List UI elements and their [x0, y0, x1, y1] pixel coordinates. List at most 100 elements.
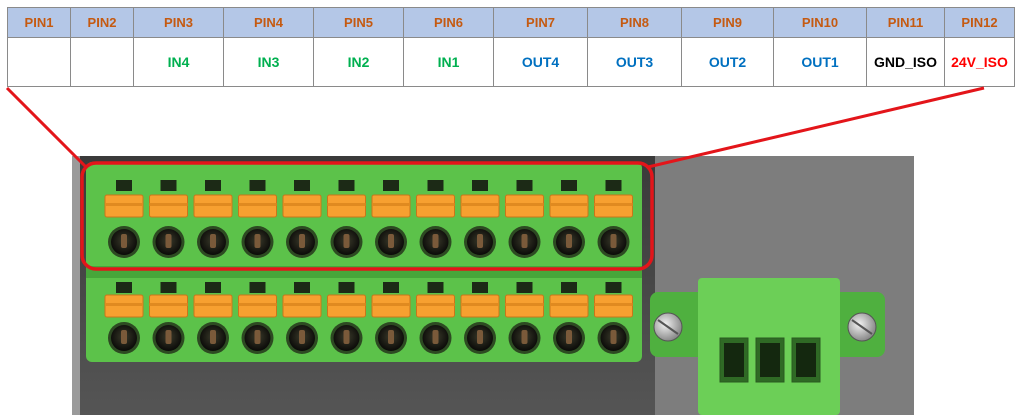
lever-ridge [283, 303, 321, 306]
contact-clamp [566, 234, 572, 248]
pin-signal: IN1 [403, 37, 494, 87]
lever-ridge [372, 303, 410, 306]
terminal-row-upper [104, 180, 633, 258]
mount-screw-right-slot [851, 319, 873, 335]
terminal-position [549, 282, 589, 354]
contact-clamp [343, 330, 350, 344]
pin-label: PIN5 [313, 7, 404, 38]
contact-clamp [165, 234, 172, 248]
test-slot [205, 282, 221, 293]
lever-ridge [327, 203, 366, 206]
test-slot [338, 282, 355, 293]
test-slot [338, 180, 355, 191]
lever-ridge [194, 203, 232, 206]
pin-signal: IN2 [313, 37, 404, 87]
pin-label: PIN1 [7, 7, 71, 38]
contact-clamp [610, 330, 617, 344]
aux-socket-cavity [760, 343, 780, 377]
contact-clamp [299, 234, 305, 248]
test-slot [160, 282, 177, 293]
lever-ridge [105, 303, 143, 306]
terminal-position [149, 282, 188, 354]
terminal-position [505, 180, 544, 258]
test-slot [383, 180, 399, 191]
terminal-position [594, 180, 633, 258]
lever-ridge [550, 303, 588, 306]
contact-clamp [121, 330, 127, 344]
terminal-position [371, 180, 411, 258]
terminal-position [505, 282, 544, 354]
contact-clamp [521, 234, 528, 248]
pin-label: PIN6 [403, 7, 494, 38]
terminal-position [238, 282, 277, 354]
test-slot [116, 282, 132, 293]
lever-ridge [238, 203, 277, 206]
lever-ridge [461, 303, 499, 306]
contact-clamp [254, 234, 261, 248]
contact-clamp [210, 330, 216, 344]
lever-ridge [416, 203, 455, 206]
contact-clamp [210, 234, 216, 248]
contact-clamp [121, 234, 127, 248]
terminal-position [282, 282, 322, 354]
mount-screw-left-slot [657, 319, 679, 335]
test-slot [116, 180, 132, 191]
lever-ridge [105, 203, 143, 206]
test-slot [294, 282, 310, 293]
pin-signal: OUT3 [587, 37, 682, 87]
test-slot [427, 282, 444, 293]
terminal-position [193, 282, 233, 354]
terminal-position [416, 180, 455, 258]
test-slot [383, 282, 399, 293]
terminal-position [416, 282, 455, 354]
terminal-position [282, 180, 322, 258]
contact-clamp [254, 330, 261, 344]
pin-label: PIN11 [866, 7, 945, 38]
pin-label: PIN8 [587, 7, 682, 38]
pin-signal: GND_ISO [866, 37, 945, 87]
callout-line-right [647, 86, 985, 169]
pin-signal: OUT2 [681, 37, 774, 87]
terminal-position [193, 180, 233, 258]
test-slot [561, 282, 577, 293]
lever-ridge [505, 203, 544, 206]
lever-ridge [238, 303, 277, 306]
callout-line-left [5, 86, 88, 169]
contact-clamp [299, 330, 305, 344]
terminal-position [460, 282, 500, 354]
pin-signal: IN4 [133, 37, 224, 87]
lever-ridge [283, 203, 321, 206]
terminal-position [371, 282, 411, 354]
lever-ridge [550, 203, 588, 206]
terminal-position [594, 282, 633, 354]
lever-ridge [149, 203, 188, 206]
contact-clamp [165, 330, 172, 344]
test-slot [249, 180, 266, 191]
pin-label: PIN7 [493, 7, 588, 38]
terminal-position [104, 180, 144, 258]
contact-clamp [566, 330, 572, 344]
pin-label: PIN9 [681, 7, 774, 38]
test-slot [561, 180, 577, 191]
test-slot [605, 180, 622, 191]
lever-ridge [461, 203, 499, 206]
test-slot [427, 180, 444, 191]
contact-clamp [477, 234, 483, 248]
aux-connector [650, 278, 885, 415]
contact-clamp [388, 234, 394, 248]
lever-ridge [372, 203, 410, 206]
pin-signal: OUT4 [493, 37, 588, 87]
contact-clamp [477, 330, 483, 344]
terminal-position [238, 180, 277, 258]
pin-signal [7, 37, 71, 87]
test-slot [472, 180, 488, 191]
terminal-photo-diagram [5, 86, 985, 415]
contact-clamp [343, 234, 350, 248]
terminal-position [327, 282, 366, 354]
test-slot [249, 282, 266, 293]
aux-socket-cavity [796, 343, 816, 377]
test-slot [294, 180, 310, 191]
lever-ridge [327, 303, 366, 306]
